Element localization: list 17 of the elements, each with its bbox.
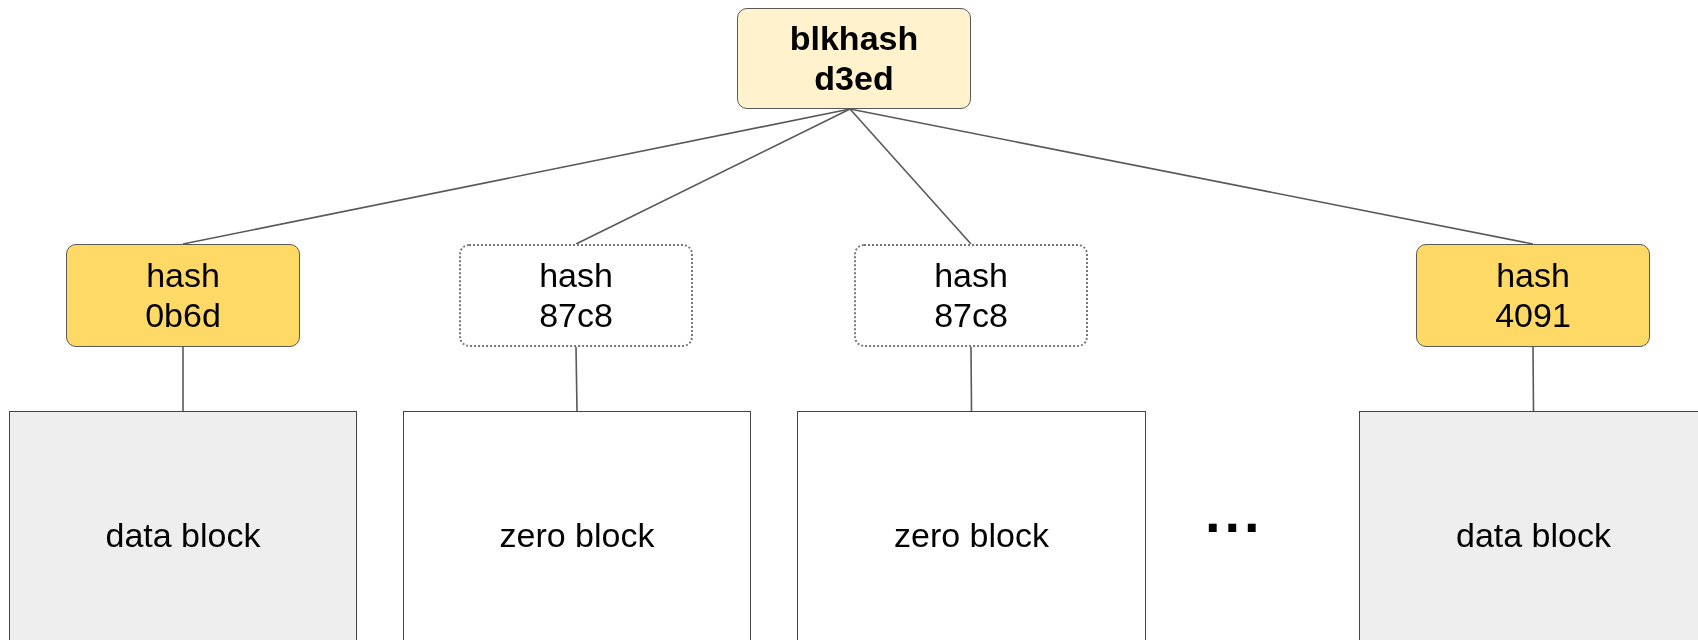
hash-box: hash 0b6d <box>66 244 300 347</box>
connector-line <box>575 108 851 245</box>
block-box: data block <box>1359 411 1698 640</box>
block-box: zero block <box>797 411 1146 640</box>
block-box: zero block <box>403 411 751 640</box>
connector-line <box>1532 346 1535 412</box>
connector-line <box>970 346 973 412</box>
hash-box: hash 4091 <box>1416 244 1650 347</box>
connector-line <box>849 108 1534 245</box>
hash-box: hash 87c8 <box>854 244 1088 347</box>
hash-box: hash 87c8 <box>459 244 693 347</box>
connector-line <box>575 346 578 412</box>
root-hash-box: blkhash d3ed <box>737 8 971 109</box>
connector-line <box>182 346 184 412</box>
block-box: data block <box>9 411 357 640</box>
connector-line <box>849 108 972 245</box>
ellipsis: ... <box>1205 480 1264 545</box>
